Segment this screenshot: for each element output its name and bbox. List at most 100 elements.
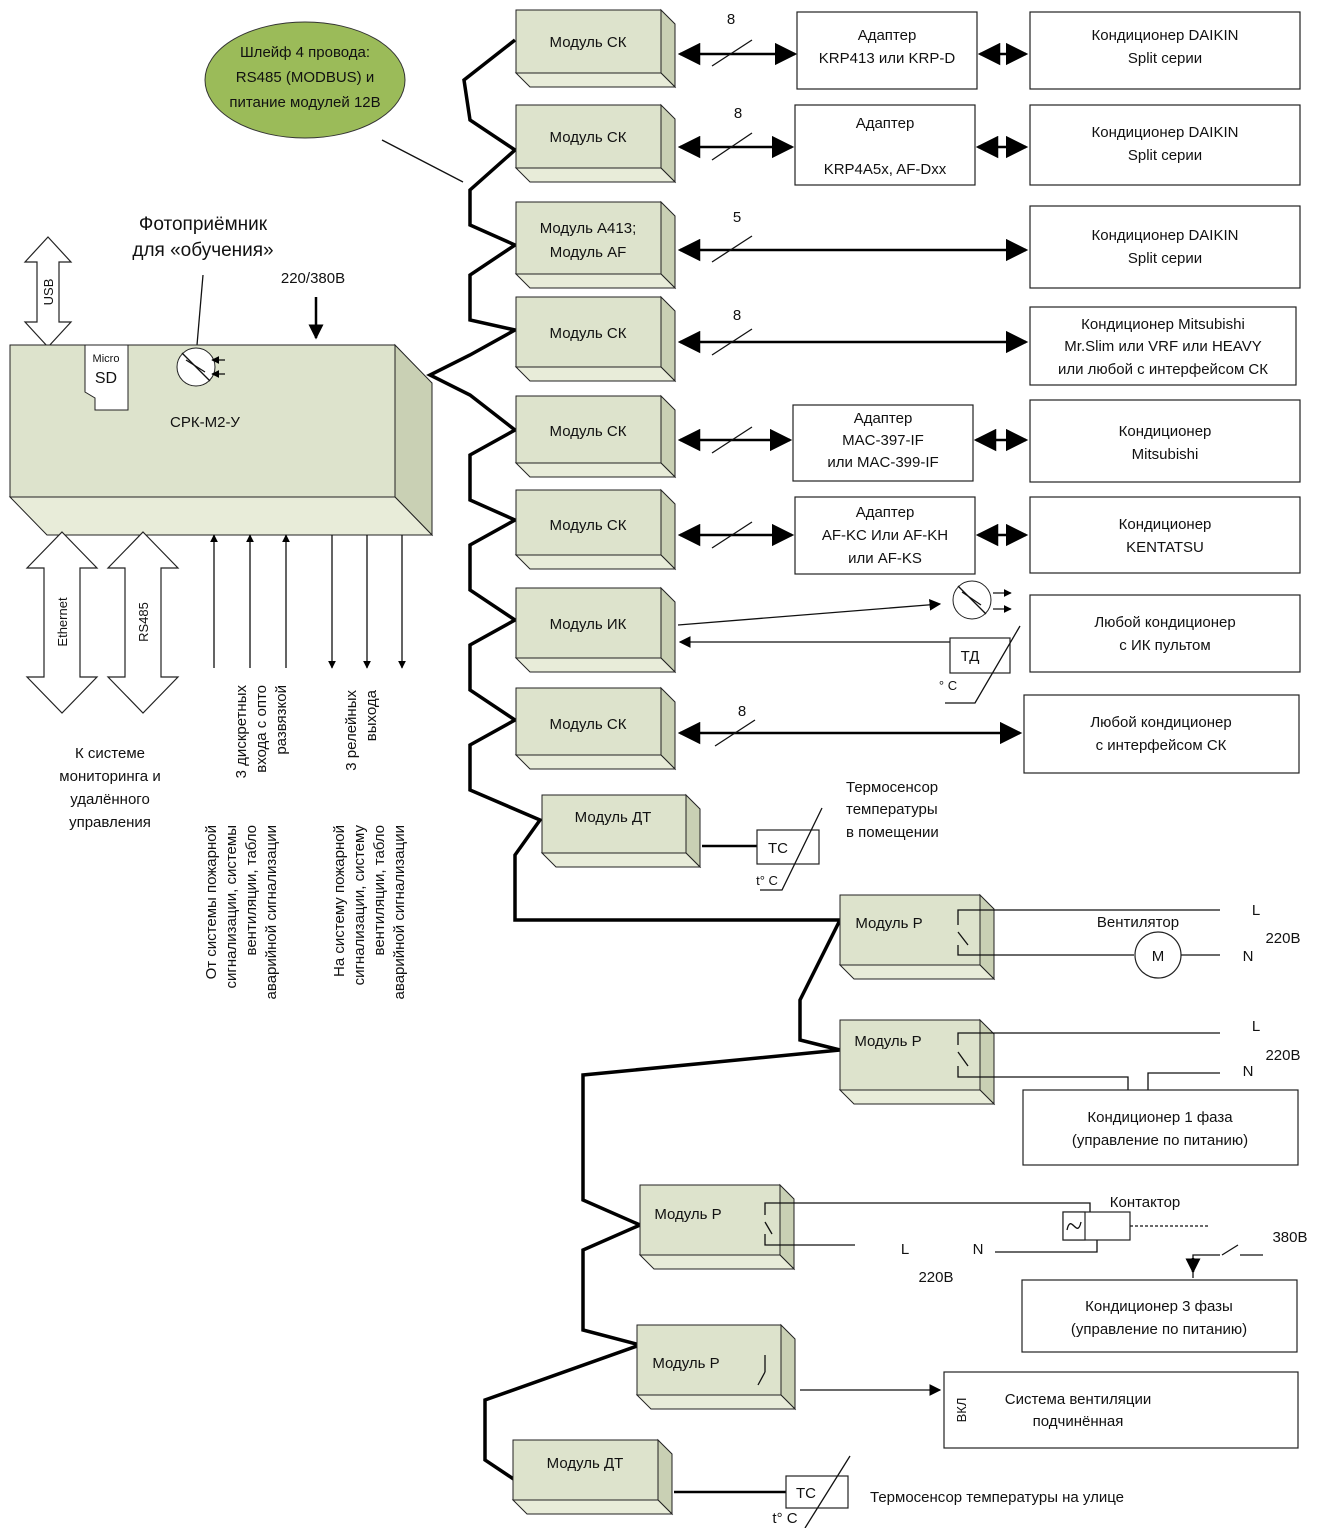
row-3-target-1: Кондиционер DAIKIN	[1092, 227, 1239, 244]
row-2-adapter-1: Адаптер	[856, 115, 915, 132]
row-2: Модуль СК 8 Адаптер KRP4A5x, AF-Dxx Конд…	[514, 103, 1301, 186]
sd-bottom: SD	[95, 370, 117, 387]
row-4-target-1: Кондиционер Mitsubishi	[1081, 316, 1245, 333]
row-3-bus: 5	[733, 209, 741, 226]
row-8-bus: 8	[738, 703, 746, 720]
r1-N: N	[1243, 948, 1254, 965]
contactor-icon	[1062, 1211, 1131, 1241]
outputs-desc-2: сигнализации, систему	[351, 825, 368, 986]
r1-load: Вентилятор	[1097, 914, 1179, 931]
outputs-title-2: выхода	[363, 689, 380, 741]
photo-receiver-line-1: Фотоприёмник	[139, 214, 268, 235]
micro-sd-icon: Micro SD	[84, 344, 129, 411]
r2-target-2: (управление по питанию)	[1072, 1132, 1248, 1149]
dt1-caption-1: Термосенсор	[846, 779, 938, 796]
r2-N: N	[1243, 1063, 1254, 1080]
r1-voltage: 220В	[1265, 930, 1300, 947]
r3-target-2: (управление по питанию)	[1071, 1321, 1247, 1338]
r3-L: L	[901, 1241, 909, 1258]
row-6-target-1: Кондиционер	[1119, 516, 1212, 533]
sd-top: Micro	[93, 353, 120, 365]
relay-module-2: Модуль Р L N 220В Кондиционер 1 фаза (уп…	[838, 1018, 1301, 1166]
row-1-bus: 8	[727, 11, 735, 28]
dt1-sensor: ТС	[768, 840, 788, 857]
usb-label: USB	[41, 279, 56, 306]
inputs-title-3: развязкой	[273, 685, 290, 755]
relay-module-1: Модуль Р М Вентилятор L N 220В	[838, 893, 1301, 981]
td-label: ТД	[961, 648, 980, 665]
monitoring-line-2: мониторинга и	[59, 768, 160, 785]
controller-box: Micro SD СРК-М2-У	[8, 343, 434, 537]
row-5: Модуль СК Адаптер MAC-397-IF или MAC-399…	[514, 394, 1301, 483]
inputs-title-2: входа с опто	[253, 685, 270, 773]
r1-L: L	[1252, 902, 1260, 919]
row-3-module-1: Модуль А413;	[540, 220, 637, 237]
row-4-module: Модуль СК	[550, 325, 627, 342]
td-unit: ° С	[939, 678, 957, 693]
row-6-adapter-2: AF-KC Или AF-KH	[822, 527, 948, 544]
row-2-bus: 8	[734, 105, 742, 122]
inputs-desc-4: аварийной сигнализации	[263, 825, 280, 999]
monitoring-line-4: управления	[69, 814, 151, 831]
bus-trunk-top	[426, 38, 843, 1482]
row-7-target-2: с ИК пультом	[1119, 637, 1210, 654]
row-5-adapter-3: или MAC-399-IF	[827, 454, 938, 471]
row-3: Модуль А413; Модуль AF 5 Кондиционер DAI…	[514, 200, 1301, 290]
dt2-unit: t° C	[772, 1510, 797, 1527]
row-6-target-2: KENTATSU	[1126, 539, 1204, 556]
row-1-target-1: Кондиционер DAIKIN	[1092, 27, 1239, 44]
inputs-desc: От системы пожарной сигнализации, систем…	[203, 825, 280, 999]
r4-on: ВКЛ	[954, 1398, 969, 1423]
r3-voltage: 220В	[918, 1269, 953, 1286]
row-3-module-2: Модуль AF	[550, 244, 627, 261]
r3-module: Модуль Р	[654, 1206, 721, 1223]
r3-contactor: Контактор	[1110, 1194, 1181, 1211]
r2-voltage: 220В	[1265, 1047, 1300, 1064]
row-2-adapter-3: KRP4A5x, AF-Dxx	[824, 161, 947, 178]
r2-L: L	[1252, 1018, 1260, 1035]
rs485-label: RS485	[136, 602, 151, 642]
row-7-module: Модуль ИК	[550, 616, 627, 633]
r3-N: N	[973, 1241, 984, 1258]
r4-target-1: Система вентиляции	[1005, 1391, 1151, 1408]
row-4-bus: 8	[733, 307, 741, 324]
bubble-line-3: питание модулей 12В	[229, 94, 380, 111]
ir-emitter-icon	[952, 580, 1012, 620]
ethernet-label: Ethernet	[55, 597, 70, 647]
dt-module-1: Модуль ДТ ТС t° C Термосенсор температур…	[540, 779, 939, 891]
row-5-adapter-2: MAC-397-IF	[842, 432, 924, 449]
row-3-target-2: Split серии	[1128, 250, 1202, 267]
row-1-target-2: Split серии	[1128, 50, 1202, 67]
dt1-unit: t° C	[756, 873, 778, 888]
inputs-desc-3: вентиляции, табло	[243, 825, 260, 955]
row-1: Модуль СК 8 Адаптер KRP413 или KRP-D Кон…	[514, 8, 1301, 90]
rs485-arrow: RS485	[106, 531, 180, 714]
monitoring-line-3: удалённого	[70, 791, 150, 808]
row-8-module: Модуль СК	[550, 716, 627, 733]
outputs-desc-4: аварийной сигнализации	[391, 825, 408, 999]
usb-arrow: USB	[23, 236, 73, 348]
dt2-module: Модуль ДТ	[547, 1455, 624, 1472]
row-2-target-1: Кондиционер DAIKIN	[1092, 124, 1239, 141]
power-in-label: 220/380В	[281, 270, 345, 287]
r2-target-1: Кондиционер 1 фаза	[1087, 1109, 1233, 1126]
controller-label: СРК-М2-У	[170, 414, 240, 431]
row-4-target-3: или любой с интерфейсом СК	[1058, 361, 1268, 378]
outputs-title: 3 релейных выхода	[343, 689, 380, 770]
dt-module-2: Модуль ДТ ТС t° C Термосенсор температур…	[511, 1438, 1124, 1528]
r4-module: Модуль Р	[652, 1355, 719, 1372]
photo-receiver-line-2: для «обучения»	[132, 240, 273, 261]
bus-bubble	[204, 21, 406, 139]
row-4-target-2: Mr.Slim или VRF или HEAVY	[1064, 338, 1261, 355]
dt2-caption: Термосенсор температуры на улице	[870, 1489, 1124, 1506]
row-1-module: Модуль СК	[550, 34, 627, 51]
row-6: Модуль СК Адаптер AF-KC Или AF-KH или AF…	[514, 488, 1301, 575]
row-5-adapter-1: Адаптер	[854, 410, 913, 427]
row-1-adapter-2: KRP413 или KRP-D	[819, 50, 956, 67]
inputs-desc-1: От системы пожарной	[203, 825, 220, 979]
row-6-module: Модуль СК	[550, 517, 627, 534]
relay-module-3: Модуль Р L N 220В Контактор 380В Кондици…	[638, 1183, 1308, 1353]
row-8: Модуль СК 8 Любой кондиционер с интерфей…	[514, 686, 1300, 774]
r1-module: Модуль Р	[855, 915, 922, 932]
outputs-desc-1: На систему пожарной	[331, 825, 348, 977]
